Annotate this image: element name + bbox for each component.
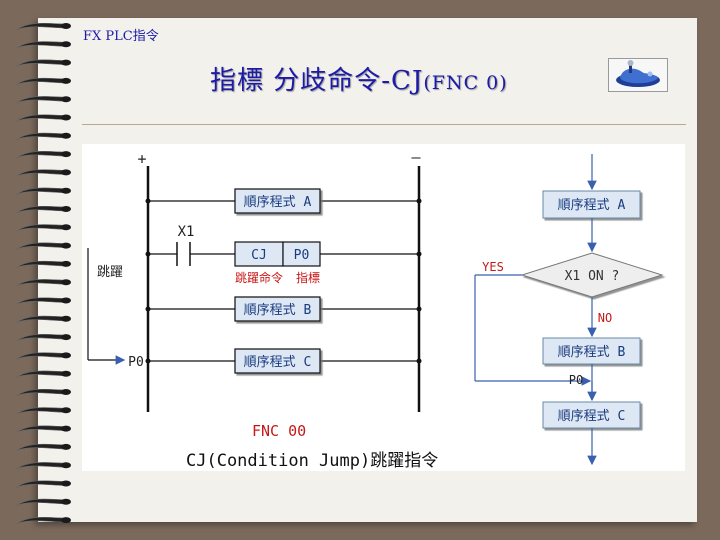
cj-label: CJ [251, 248, 267, 263]
binding-ring [15, 297, 71, 305]
binding-ring [15, 370, 71, 378]
binding-ring [15, 96, 71, 104]
page-title: 指標 分歧命令-CJ(FNC 0) [210, 60, 508, 97]
ladder-block-c-label: 順序程式 C [244, 355, 312, 370]
spiral-binding-rings [15, 22, 71, 525]
ladder-block-a-label: 順序程式 A [244, 195, 312, 210]
minus-rail-label: — [411, 148, 421, 166]
binding-ring [15, 77, 71, 86]
flow-pointer-label: P0 [569, 373, 583, 387]
flow-no-label: NO [598, 311, 612, 325]
flow-block-a-label: 順序程式 A [558, 198, 626, 213]
breadcrumb: FX PLC指令 [83, 29, 159, 44]
binding-ring [15, 498, 71, 507]
binding-ring [15, 260, 71, 269]
binding-ring [15, 407, 71, 415]
ladder-block-c [234, 348, 321, 374]
p0-label: P0 [294, 248, 310, 263]
flow-yes-label: YES [482, 260, 504, 274]
binding-ring [15, 334, 71, 342]
binding-ring [15, 315, 71, 324]
flow-block-c [542, 401, 641, 429]
binding-ring [15, 425, 71, 433]
p0-caption: 指標 [296, 270, 320, 285]
p0-box [282, 241, 321, 267]
binding-ring [15, 132, 71, 141]
title-divider [82, 124, 686, 125]
pointer-label: P0 [128, 355, 144, 370]
binding-ring [15, 41, 71, 49]
ladder-block-a [234, 188, 321, 214]
binding-ring [15, 22, 71, 31]
plus-rail-label: + [137, 150, 146, 168]
title-main: 指標 分歧命令-CJ [210, 66, 424, 96]
binding-ring [15, 169, 71, 177]
joystick-logo-icon [608, 58, 668, 92]
binding-ring [15, 59, 71, 67]
flow-block-a [542, 190, 641, 219]
binding-ring [15, 388, 71, 397]
binding-ring [15, 205, 71, 214]
binding-ring [15, 114, 71, 122]
binding-ring [15, 187, 71, 195]
binding-ring [15, 462, 71, 470]
flow-block-c-label: 順序程式 C [558, 409, 626, 424]
title-suffix: (FNC 0) [423, 72, 508, 94]
binding-ring [15, 480, 71, 488]
ladder-block-b-label: 順序程式 B [244, 303, 312, 318]
flow-block-b [542, 337, 641, 365]
fnc-caption: FNC 00 [252, 422, 307, 440]
jump-label: 跳躍 [97, 265, 123, 280]
binding-ring [15, 279, 71, 287]
binding-ring [15, 517, 71, 525]
cj-description: CJ(Condition Jump)跳躍指令 [186, 451, 439, 471]
flow-decision-label: X1 ON ? [565, 269, 620, 284]
binding-ring [15, 242, 71, 250]
diagram-panel: + — 順序程式 A X1 CJ P0 跳躍命令 指標 [82, 144, 685, 471]
contact-label: X1 [178, 224, 195, 240]
binding-ring [15, 151, 71, 159]
binding-ring [15, 443, 71, 452]
binding-ring [15, 352, 71, 360]
cj-diagram: + — 順序程式 A X1 CJ P0 跳躍命令 指標 [87, 148, 664, 466]
ladder-block-b [234, 296, 321, 322]
binding-ring [15, 224, 71, 232]
flow-block-b-label: 順序程式 B [558, 345, 626, 360]
cj-caption: 跳躍命令 [235, 270, 283, 285]
